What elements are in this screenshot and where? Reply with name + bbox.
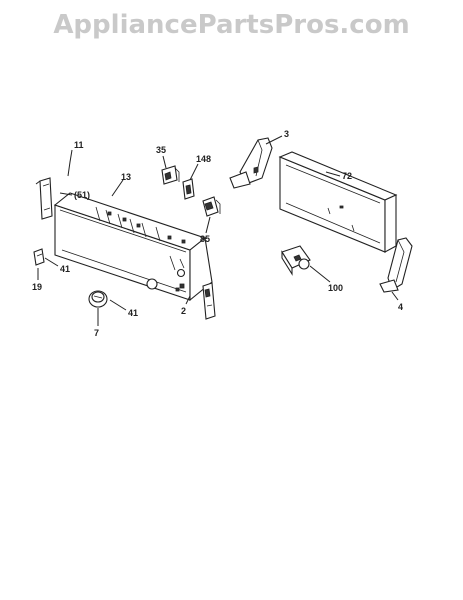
part-11-end-cap[interactable] xyxy=(35,177,53,220)
callout-100: 100 xyxy=(328,283,343,293)
callout-51: (51) xyxy=(74,190,90,200)
part-7-knob[interactable] xyxy=(88,290,108,308)
part-100-timer[interactable] xyxy=(281,245,311,276)
callout-35: 35 xyxy=(156,145,166,155)
site-watermark: AppliancePartsPros.com xyxy=(53,10,410,40)
callout-148: 148 xyxy=(196,154,211,164)
callout-72: 72 xyxy=(342,171,352,181)
callout-85: 85 xyxy=(200,234,210,244)
part-85-switch[interactable] xyxy=(202,196,221,217)
part-148-switch[interactable] xyxy=(182,178,195,200)
callout-7: 7 xyxy=(94,328,99,338)
part-72-rear-panel[interactable] xyxy=(278,151,398,253)
part-3-bracket[interactable] xyxy=(229,137,273,189)
callout-4: 4 xyxy=(398,302,403,312)
part-13-control-panel[interactable] xyxy=(53,192,213,302)
callout-13: 13 xyxy=(121,172,131,182)
callout-3: 3 xyxy=(284,129,289,139)
part-4-bracket[interactable] xyxy=(379,237,413,293)
part-2-end-cap[interactable] xyxy=(202,282,216,320)
callout-11: 11 xyxy=(74,140,84,150)
leader-lines xyxy=(37,135,399,326)
callout-41-lower: 41 xyxy=(128,308,138,318)
part-19-knob-insert[interactable] xyxy=(33,248,45,266)
callout-19: 19 xyxy=(32,282,42,292)
callout-2: 2 xyxy=(181,306,186,316)
part-35-switch[interactable] xyxy=(161,165,180,185)
callout-41-upper: 41 xyxy=(60,264,70,274)
